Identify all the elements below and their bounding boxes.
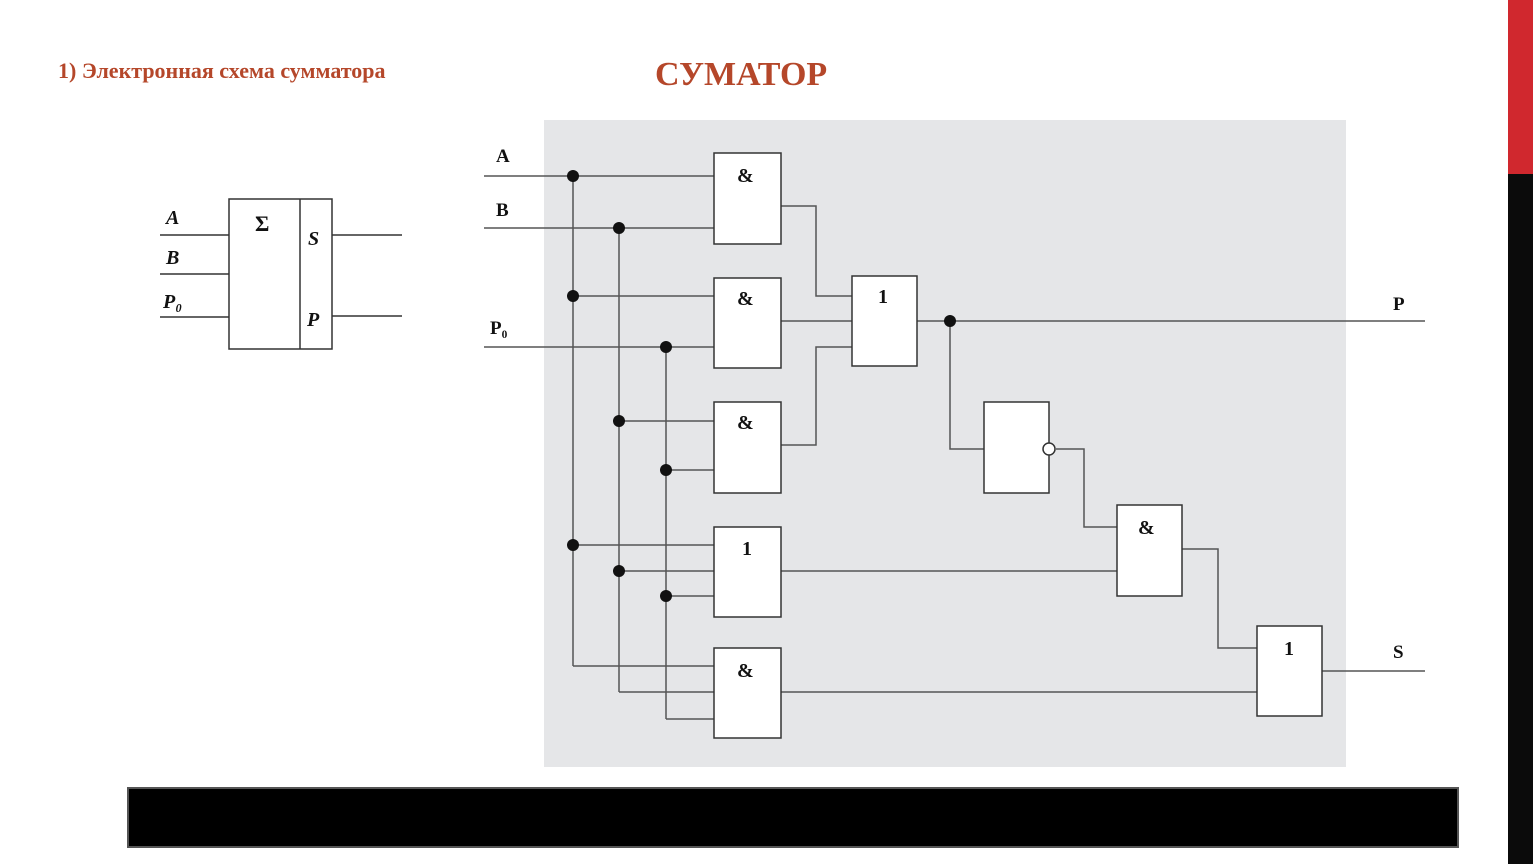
and-gate-2 xyxy=(713,277,782,369)
circuit-input-b: B xyxy=(496,200,509,221)
or-gate-carry xyxy=(851,275,918,367)
or-gate-sum xyxy=(1256,625,1323,717)
and-gate-1 xyxy=(713,152,782,245)
gate-label-carry: 1 xyxy=(878,286,888,308)
gate-label-2: & xyxy=(737,288,754,310)
symbol-sigma: Σ xyxy=(255,211,269,236)
inverter-bubble xyxy=(1042,442,1056,456)
symbol-input-b: B xyxy=(165,247,179,269)
gate-label-sum-or: 1 xyxy=(1284,638,1294,660)
or-gate-3 xyxy=(713,526,782,618)
gate-label-sum-and: & xyxy=(1138,517,1155,539)
adder-symbol xyxy=(160,198,402,350)
symbol-input-p0: P₀ xyxy=(162,291,182,313)
side-bar xyxy=(1508,174,1533,864)
gate-label-3: & xyxy=(737,412,754,434)
slide-subtitle: 1) Электронная схема сумматора xyxy=(58,58,386,83)
not-gate xyxy=(983,401,1050,494)
slide-title: СУМАТОР xyxy=(655,56,828,93)
and-gate-sum xyxy=(1116,504,1183,597)
circuit-wires xyxy=(484,175,1425,720)
gate-label-1: & xyxy=(737,165,754,187)
circuit-input-a: A xyxy=(496,146,510,167)
and-gate-3-input xyxy=(713,647,782,739)
gate-label-or3: 1 xyxy=(742,538,752,560)
symbol-output-p: P xyxy=(306,309,320,331)
circuit-input-p0: P₀ xyxy=(490,318,508,339)
caption-box xyxy=(127,787,1459,848)
circuit-output-p: P xyxy=(1393,294,1405,315)
symbol-input-a: A xyxy=(164,207,179,229)
and-gate-3 xyxy=(713,401,782,494)
circuit-background xyxy=(544,120,1346,767)
gate-label-and3: & xyxy=(737,660,754,682)
circuit-junctions xyxy=(567,170,956,602)
circuit-output-s: S xyxy=(1393,642,1404,663)
symbol-output-s: S xyxy=(308,228,319,250)
accent-bar xyxy=(1508,0,1533,174)
